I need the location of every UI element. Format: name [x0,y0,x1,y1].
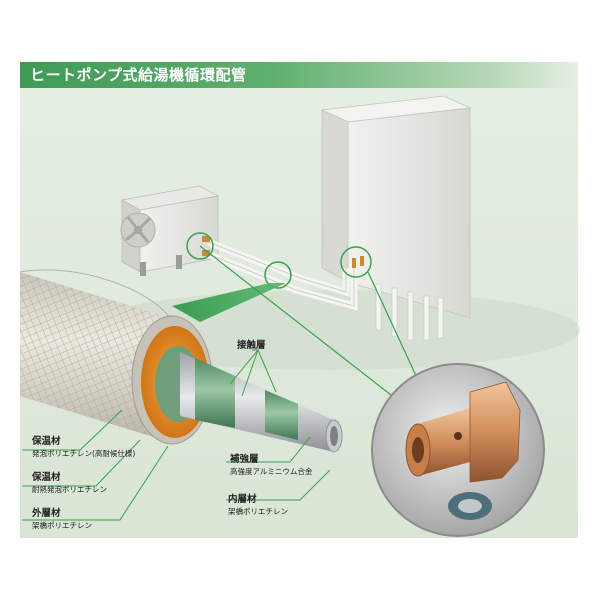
fitting-inset [371,363,545,537]
callout-circle-right [340,246,372,278]
label-insulation-1: 保温材 [32,436,61,447]
label-inner-layer: 内層材 [228,494,257,505]
title-bar [20,62,578,88]
tank-unit [320,95,472,341]
callout-circle-mid [264,261,292,289]
label-inner-layer-sub: 架橋ポリエチレン [228,507,288,516]
label-outer-layer-sub: 架橋ポリエチレン [32,521,92,530]
heat-pump-unit [120,185,220,276]
label-contact-layer: 接触層 [237,340,266,351]
label-insulation-1-sub: 発泡ポリエチレン(高耐候仕様) [32,449,136,458]
label-insulation-2: 保温材 [32,472,61,483]
label-insulation-2-sub: 耐熱発泡ポリエチレン [32,485,107,494]
callout-circle-left [186,232,214,260]
pipe-cross-section [19,269,343,453]
label-reinforcement: 補強層 [230,454,259,465]
label-outer-layer: 外層材 [32,508,61,519]
label-reinforcement-sub: 高強度アルミニウム合金 [230,467,313,476]
zoom-wedge [172,283,286,322]
diagram-title: ヒートポンプ式給湯機循環配管 [30,66,247,84]
